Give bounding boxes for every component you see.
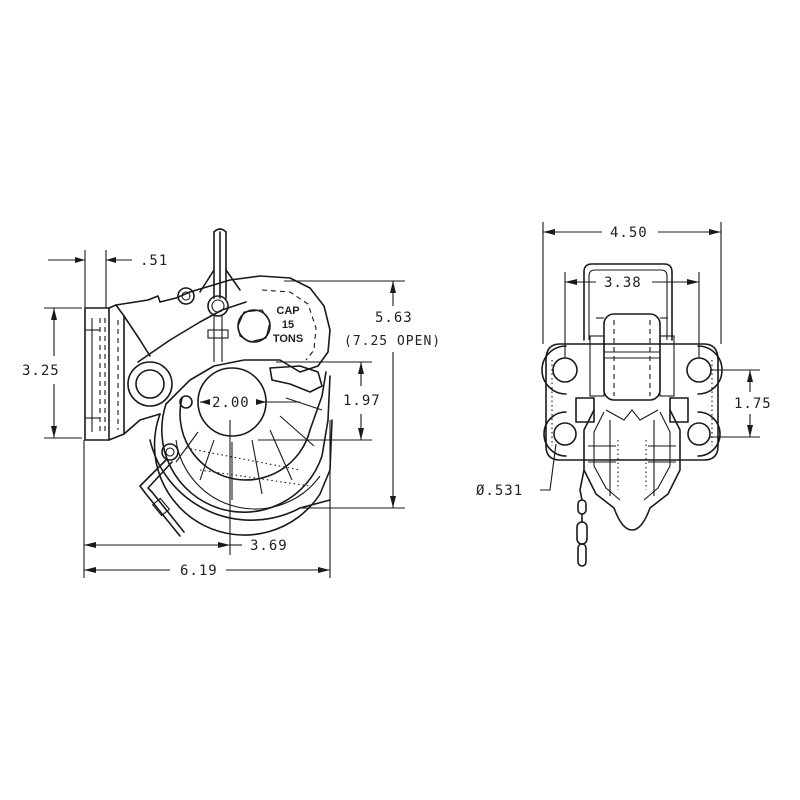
dim-overall-length: 6.19 [84,420,331,579]
dim-throat-height: 1.97 [258,361,381,441]
dim-overall-width-label: 4.50 [610,225,648,241]
dim-bolt-hole-diameter-label: Ø.531 [476,483,523,499]
dim-overall-height: 5.63 (7.25 OPEN) [284,280,441,509]
dim-hook-center-offset: 3.69 [83,420,288,578]
latch-bail [583,263,673,341]
front-view: 4.50 3.38 1.75 Ø.531 [476,222,772,567]
dim-bolt-spacing-label: 1.75 [734,396,772,412]
bolt-hole-bottom-left [553,422,577,446]
capacity-label-cap: CAP [276,305,299,317]
dim-bolt-hole-diameter: Ø.531 [476,443,557,499]
dim-flange-thickness-label: .51 [140,253,168,269]
capacity-label-value: 15 [282,319,294,331]
dim-overall-width: 4.50 [542,222,722,344]
dim-overall-length-label: 6.19 [180,563,218,579]
dim-bolt-spacing: 1.75 [710,369,772,438]
safety-chain [576,469,588,567]
mounting-plate [545,343,719,461]
dim-mount-height: 3.25 [22,307,82,439]
dim-hook-diameter-label: 2.00 [212,395,250,411]
latch-body [575,313,689,423]
bolt-hole-top-left [552,357,578,383]
dim-latch-width: 3.38 [564,272,700,358]
dim-flange-thickness: .51 [48,250,168,308]
dim-mount-height-label: 3.25 [22,363,60,379]
mounting-flange [84,304,125,441]
safety-pin [139,443,185,537]
capacity-label-unit: TONS [273,333,303,345]
bolt-hole-top-right [686,357,712,383]
dim-overall-height-open-label: (7.25 OPEN) [344,334,441,349]
dim-hook-diameter: 2.00 [200,395,300,411]
bolt-hole-bottom-right [687,422,711,446]
bolt-holes [541,345,723,457]
dim-latch-width-label: 3.38 [604,275,642,291]
dim-throat-height-label: 1.97 [343,393,381,409]
dim-hook-center-offset-label: 3.69 [250,538,288,554]
hook-nose [583,409,681,531]
dim-overall-height-label: 5.63 [375,310,413,326]
side-view: CAP 15 TONS .51 3.25 [22,228,441,579]
capacity-label: CAP 15 TONS [273,305,303,345]
